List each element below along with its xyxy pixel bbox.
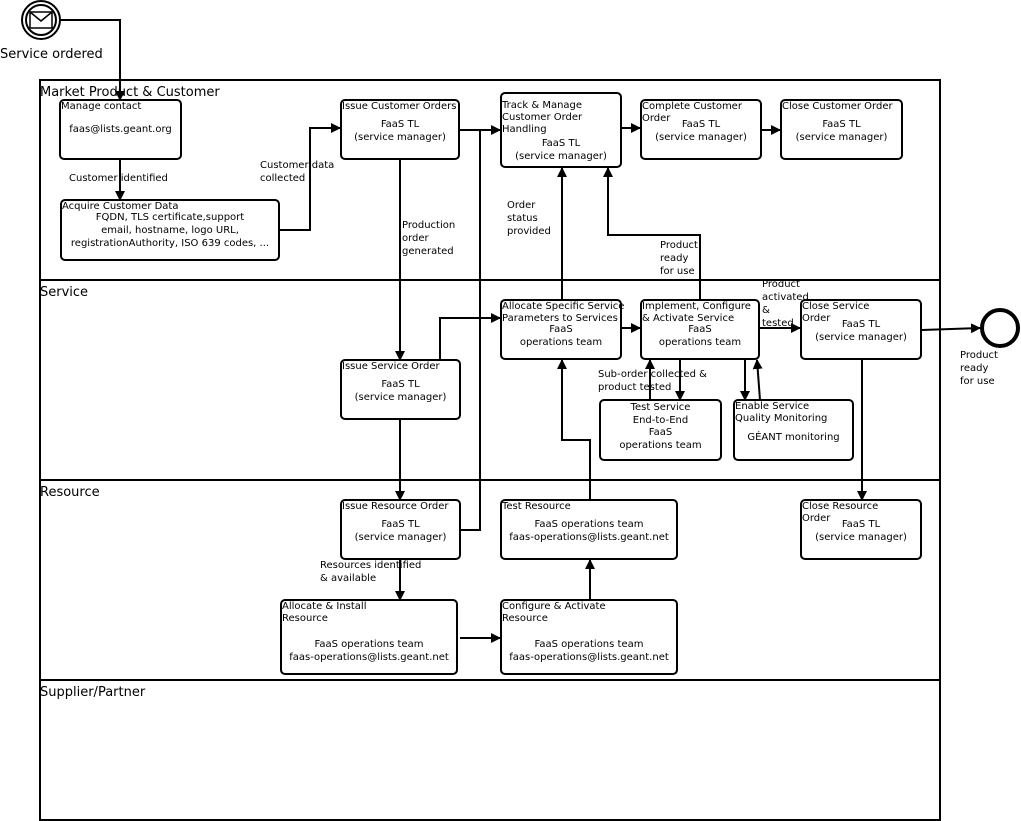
task-title: Close Customer Order xyxy=(782,101,893,112)
sequence-flows xyxy=(60,19,981,643)
task-assignee: FaaS operations team xyxy=(619,427,702,451)
task-enable-quality-monitoring[interactable]: Enable Service Quality Monitoring GÉANT … xyxy=(733,399,854,461)
flow-resource-order-back xyxy=(460,130,481,531)
task-manage-contact[interactable]: Manage contact faas@lists.geant.org xyxy=(59,99,182,160)
task-allocate-service-parameters[interactable]: Allocate Specific Service Parameters to … xyxy=(500,299,625,360)
end-event-label: Product ready for use xyxy=(960,350,998,387)
task-assignee: FaaS operations team xyxy=(658,324,742,348)
task-configure-activate-resource[interactable]: Configure & Activate Resource FaaS opera… xyxy=(500,599,678,675)
task-allocate-install-resource[interactable]: Allocate & Install Resource FaaS operati… xyxy=(280,599,458,675)
edge-label-product-activated-tested: Product activated & tested xyxy=(762,279,809,329)
task-assignee: FaaS operations team xyxy=(519,324,603,348)
flow-monitoring-to-implement xyxy=(752,359,763,401)
edge-label-resources-identified: Resources identified & available xyxy=(320,560,422,584)
task-acquire-customer-data[interactable]: Acquire Customer Data FQDN, TLS certific… xyxy=(60,199,280,261)
flow-acquire-to-issue-customer xyxy=(280,123,341,231)
task-assignee: FaaS TL (service manager) xyxy=(354,379,447,403)
lane-label-market: Market Product & Customer xyxy=(40,85,220,100)
task-assignee: FaaS TL (service manager) xyxy=(515,138,607,162)
start-event-label: Service ordered xyxy=(0,47,103,62)
task-assignee: FaaS TL (service manager) xyxy=(795,119,888,143)
task-test-service-end-to-end[interactable]: Test Service End-to-End FaaS operations … xyxy=(599,399,722,461)
task-title: Acquire Customer Data xyxy=(62,201,179,212)
flow-implement-to-track xyxy=(603,167,701,300)
task-issue-service-order[interactable]: Issue Service Order FaaS TL (service man… xyxy=(340,359,461,420)
lane-label-resource: Resource xyxy=(40,485,100,500)
task-assignee: FaaS TL (service manager) xyxy=(815,319,907,343)
end-event xyxy=(980,308,1020,348)
task-title: Issue Customer Orders xyxy=(342,101,457,112)
task-title: Issue Service Order xyxy=(342,361,440,372)
task-track-manage-order[interactable]: Track & Manage Customer Order Handling F… xyxy=(500,92,622,168)
task-title: Allocate Specific Service Parameters to … xyxy=(502,301,625,324)
lane-label-supplier: Supplier/Partner xyxy=(40,685,146,700)
task-assignee: GÉANT monitoring xyxy=(747,432,840,443)
task-implement-configure-activate[interactable]: Implement, Configure & Activate Service … xyxy=(640,299,760,360)
envelope-icon xyxy=(29,11,53,29)
task-assignee: FaaS TL (service manager) xyxy=(354,519,447,543)
flow-start-to-contact xyxy=(60,19,125,101)
edge-label-product-ready: Product ready for use xyxy=(660,240,698,277)
task-title: Manage contact xyxy=(61,101,142,112)
lane-label-service: Service xyxy=(40,285,89,300)
task-assignee: FaaS operations team faas-operations@lis… xyxy=(509,519,669,543)
task-assignee: FaaS TL (service manager) xyxy=(815,519,907,543)
flow-test-to-allocate-specific xyxy=(557,359,591,500)
task-title: Enable Service Quality Monitoring xyxy=(735,401,828,424)
task-assignee: FaaS TL (service manager) xyxy=(354,119,446,143)
task-issue-resource-order[interactable]: Issue Resource Order FaaS TL (service ma… xyxy=(340,499,461,560)
task-close-resource-order[interactable]: Close Resource Order FaaS TL (service ma… xyxy=(800,499,922,560)
task-assignee: FQDN, TLS certificate,support email, hos… xyxy=(70,212,270,249)
task-title: Test Resource xyxy=(502,501,571,512)
task-issue-customer-orders[interactable]: Issue Customer Orders FaaS TL (service m… xyxy=(340,99,460,160)
task-assignee: FaaS operations team faas-operations@lis… xyxy=(289,639,449,663)
task-close-customer-order[interactable]: Close Customer Order FaaS TL (service ma… xyxy=(780,99,903,160)
task-title: Track & Manage Customer Order Handling xyxy=(502,100,583,135)
task-title: Implement, Configure & Activate Service xyxy=(642,301,751,324)
edge-label-order-status-provided: Order status provided xyxy=(507,200,551,237)
task-title: Complete Customer Order xyxy=(642,101,742,124)
start-event xyxy=(21,0,61,40)
task-close-service-order[interactable]: Close Service Order FaaS TL (service man… xyxy=(800,299,922,360)
edge-label-customer-data-collected: Customer data collected xyxy=(260,160,335,184)
task-title: Configure & Activate Resource xyxy=(502,601,606,624)
task-test-resource[interactable]: Test Resource FaaS operations team faas-… xyxy=(500,499,678,560)
task-complete-customer-order[interactable]: Complete Customer Order FaaS TL (service… xyxy=(640,99,762,160)
flow-service-order-to-allocate-specific xyxy=(439,313,501,360)
task-assignee: FaaS operations team faas-operations@lis… xyxy=(509,639,669,663)
task-assignee: faas@lists.geant.org xyxy=(69,124,172,135)
task-title: Test Service End-to-End xyxy=(630,402,691,426)
task-title: Allocate & Install Resource xyxy=(282,601,367,624)
edge-label-suborder-collected: Sub-order collected & product tested xyxy=(598,369,707,393)
task-title: Close Resource Order xyxy=(802,501,879,524)
edge-label-customer-identified: Customer identified xyxy=(69,173,168,184)
task-title: Close Service Order xyxy=(802,301,870,324)
flow-close-service-to-end xyxy=(921,323,981,334)
task-assignee: FaaS TL (service manager) xyxy=(655,119,747,143)
edge-label-production-order-generated: Production order generated xyxy=(402,220,456,257)
pool-border xyxy=(39,79,941,821)
task-title: Issue Resource Order xyxy=(342,501,449,512)
